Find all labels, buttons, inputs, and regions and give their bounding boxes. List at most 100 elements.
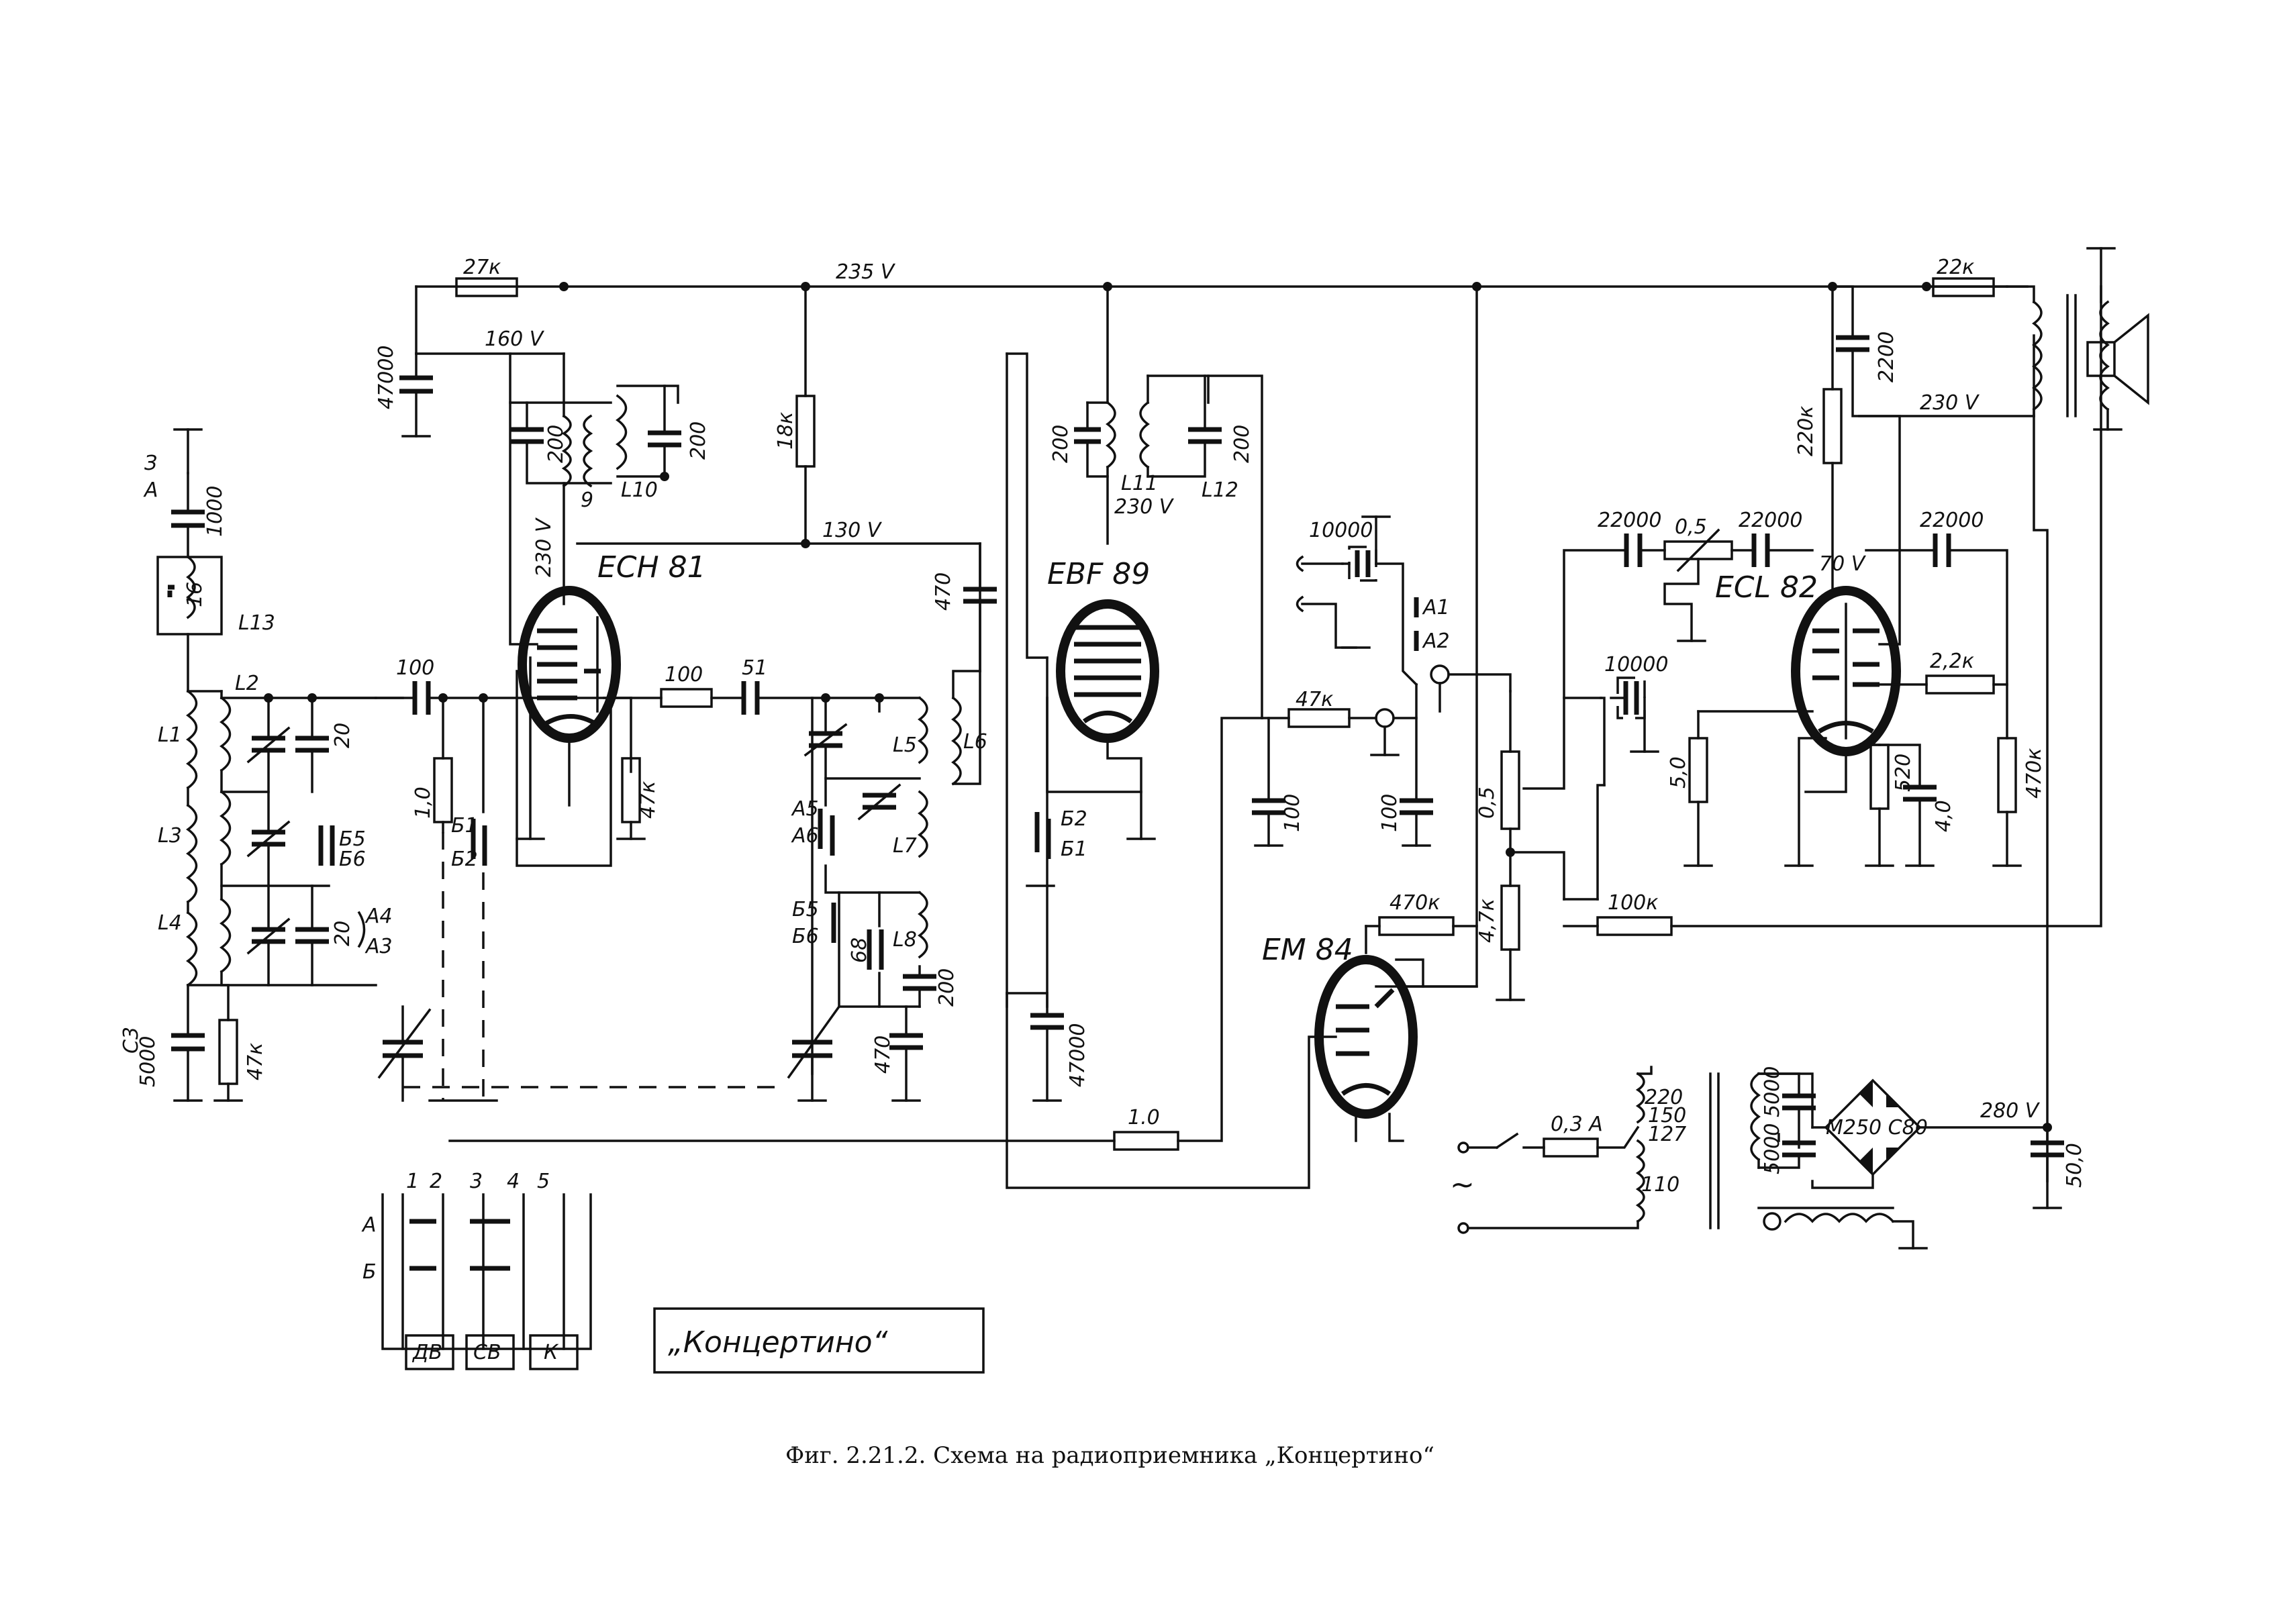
rectifier-label: М250 С80 <box>1826 1116 1928 1139</box>
c20b-label: 20 <box>331 921 354 946</box>
A6-label: А6 <box>791 824 819 848</box>
col3-label: 3 <box>470 1170 483 1193</box>
pot05b-label: 0,5 <box>1675 515 1707 539</box>
B1b-label: Б1 <box>1061 838 1087 861</box>
c22000b-label: 22000 <box>1739 509 1802 532</box>
v220-label: 220 <box>1645 1086 1683 1109</box>
L7-label: L7 <box>893 834 917 858</box>
screen-supply <box>576 285 981 548</box>
r47k-pot-label: 4,7к <box>1475 899 1499 943</box>
band-switch-table <box>381 1193 592 1370</box>
c22000a-label: 22000 <box>1598 509 1661 532</box>
r470k-b-label: 470к <box>2022 748 2046 799</box>
c1000-label: 1000 <box>203 486 227 537</box>
power-supply <box>1457 1066 2064 1250</box>
c200e-label: 200 <box>1230 425 1254 463</box>
B6-label: Б6 <box>339 848 366 871</box>
L3-label: L3 <box>158 824 182 848</box>
c100b-label: 100 <box>1281 794 1304 832</box>
c5000b-label: 5000 <box>1761 1066 1784 1117</box>
title-box <box>653 1307 985 1374</box>
c5000c-label: 5000 <box>1761 1123 1784 1174</box>
col4-label: 4 <box>507 1170 520 1193</box>
r10-a-label: 1,0 <box>411 786 435 819</box>
band-k-label: К <box>544 1341 559 1364</box>
c3-label: С3 <box>119 1027 143 1054</box>
v230b-label: 230 V <box>1114 495 1175 519</box>
tuning-cap-1 <box>377 1005 779 1102</box>
figure-caption: Фиг. 2.21.2. Схема на радиоприемника „Ко… <box>785 1442 1434 1469</box>
c16-label: 16 <box>183 582 207 607</box>
cap-47000-left <box>399 352 433 438</box>
r470k-em-label: 470к <box>1389 891 1440 915</box>
if-transformers <box>1006 285 1263 719</box>
c10000b-label: 10000 <box>1604 653 1668 676</box>
c470a-label: 470 <box>871 1035 895 1074</box>
r10-b-label: 1.0 <box>1128 1106 1160 1129</box>
A5-label: А5 <box>791 797 819 821</box>
c68-label: 68 <box>848 937 871 963</box>
ebf89-label: EBF 89 <box>1047 557 1150 591</box>
v230c-label: 230 V <box>1920 391 1980 415</box>
ground-label: З <box>144 452 157 475</box>
r22k-label: 22к <box>1937 256 1974 279</box>
v150-label: 150 <box>1648 1104 1686 1127</box>
A2-label: А2 <box>1422 629 1450 653</box>
detector-section <box>1252 515 1512 847</box>
ech81-grid-network <box>375 681 632 1102</box>
c5000a-label: 5000 <box>136 1036 160 1087</box>
output-transformer <box>2006 247 2149 1182</box>
r27k-label: 27к <box>463 256 501 279</box>
ac-label: ~ <box>1450 1168 1475 1202</box>
c200c-label: 200 <box>935 968 959 1007</box>
r47k-a-label: 47к <box>244 1043 267 1080</box>
r22k-b-label: 2,2к <box>1930 650 1974 673</box>
c500-label: 50,0 <box>2063 1143 2086 1188</box>
r50-label: 5,0 <box>1667 756 1690 789</box>
c470b-label: 470 <box>932 572 955 611</box>
c10000a-label: 10000 <box>1309 519 1373 542</box>
pin9-label: 9 <box>581 489 593 512</box>
A4-label: А4 <box>364 905 393 928</box>
r220k-label: 220к <box>1794 406 1818 456</box>
r100-label: 100 <box>665 663 703 687</box>
B1-label: Б1 <box>451 814 478 838</box>
v280-label: 280 V <box>1980 1099 2041 1123</box>
v230a-label: 230 V <box>532 517 556 577</box>
ecl82-tube <box>1791 586 1901 756</box>
c51-label: 51 <box>742 656 767 680</box>
c40-label: 4,0 <box>1932 800 1955 832</box>
r18k-label: 18к <box>774 412 797 450</box>
L6-label: L6 <box>963 730 987 754</box>
band-sv-label: СВ <box>473 1341 501 1364</box>
c2200-label: 2200 <box>1875 332 1898 383</box>
B2-label: Б2 <box>451 848 478 871</box>
ecl82-input <box>1563 528 1814 901</box>
B6b-label: Б6 <box>792 925 819 948</box>
L4-label: L4 <box>158 911 182 935</box>
col1-label: 1 <box>406 1170 419 1193</box>
L5-label: L5 <box>893 733 917 757</box>
r520-label: 520 <box>1892 754 1915 792</box>
ech81-tube <box>518 586 621 743</box>
c200b-label: 200 <box>687 421 710 460</box>
ebf89-tube <box>1056 599 1159 743</box>
L13-label: L13 <box>238 611 275 635</box>
ebf89-wiring <box>1006 352 1156 1008</box>
fuse-label: 0,3 А <box>1551 1113 1603 1136</box>
rail-235v <box>415 277 2029 355</box>
L1-label: L1 <box>158 723 182 747</box>
antenna-label: А <box>143 478 158 502</box>
rowB-label: Б <box>362 1260 377 1284</box>
ecl82-wiring <box>1784 285 2035 867</box>
B5-label: Б5 <box>339 827 366 851</box>
v130-label: 130 V <box>822 519 883 542</box>
band-dv-label: ДВ <box>411 1341 442 1364</box>
agc-line <box>448 717 1337 1189</box>
c100a-label: 100 <box>396 656 434 680</box>
ecl82-label: ECL 82 <box>1715 570 1818 605</box>
c100c-label: 100 <box>1378 794 1402 832</box>
em84-label: EM 84 <box>1262 933 1353 967</box>
L11-label: L11 <box>1121 472 1158 495</box>
